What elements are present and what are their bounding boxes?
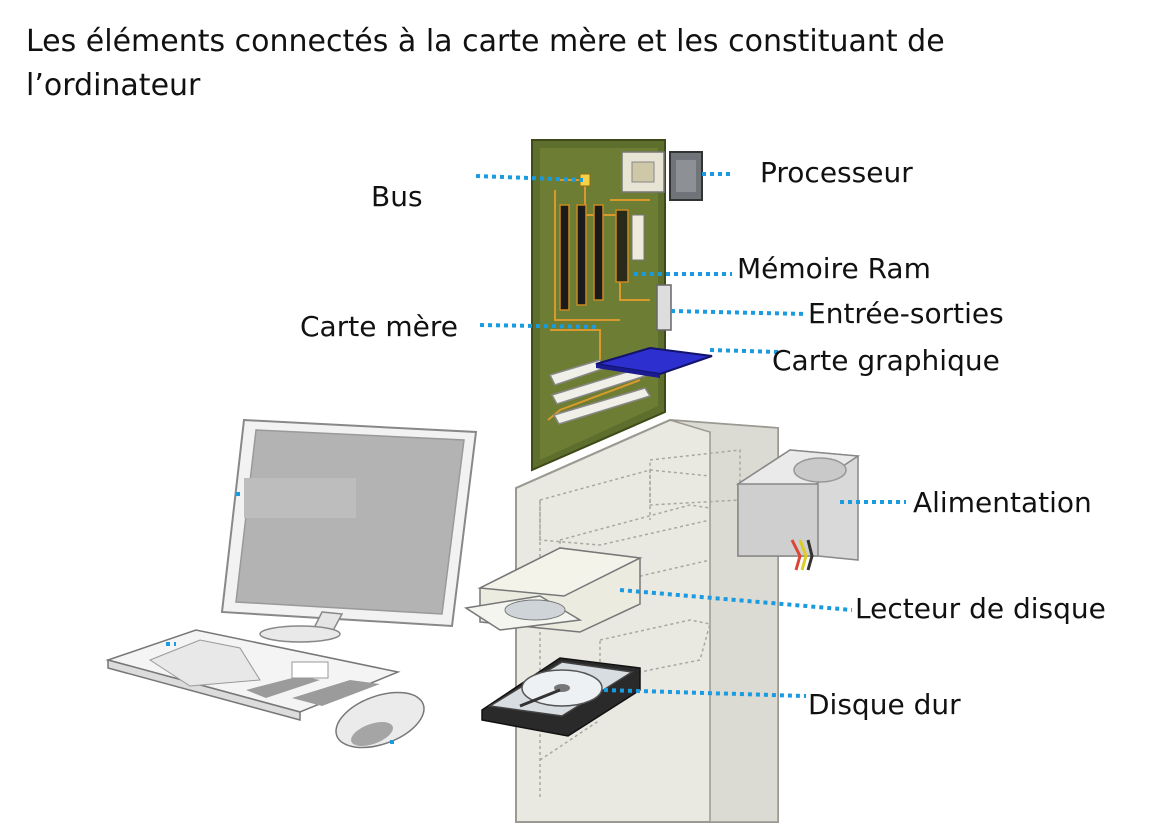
hard-disk <box>481 657 641 737</box>
label-lecteur-de-disque: Lecteur de disque <box>855 592 1106 625</box>
label-entrees-sorties: Entrée-sorties <box>808 297 1004 330</box>
leader-lecteur <box>619 588 853 612</box>
label-carte-mere: Carte mère <box>300 310 458 343</box>
graphics-card <box>595 346 713 378</box>
power-supply <box>735 449 861 571</box>
mouse <box>335 691 425 749</box>
motherboard <box>531 139 672 472</box>
leader-carte-graphique <box>709 348 781 354</box>
keyboard <box>105 629 401 721</box>
leader-entrees-sorties <box>670 309 807 316</box>
label-processeur: Processeur <box>760 156 913 189</box>
diagram-title: Les éléments connectés à la carte mère e… <box>26 24 945 103</box>
leader-disque-dur <box>603 688 807 698</box>
leader-lines <box>166 172 906 748</box>
label-disque-dur: Disque dur <box>808 688 961 721</box>
processor-chip <box>669 151 703 201</box>
leader-carte-mere <box>479 323 599 329</box>
label-carte-graphique: Carte graphique <box>772 344 1000 377</box>
optical-drive <box>463 547 643 633</box>
monitor <box>220 418 478 643</box>
label-bus: Bus <box>371 180 423 213</box>
label-alimentation: Alimentation <box>913 486 1092 519</box>
leader-bus <box>475 174 584 182</box>
label-memoire-ram: Mémoire Ram <box>737 252 931 285</box>
